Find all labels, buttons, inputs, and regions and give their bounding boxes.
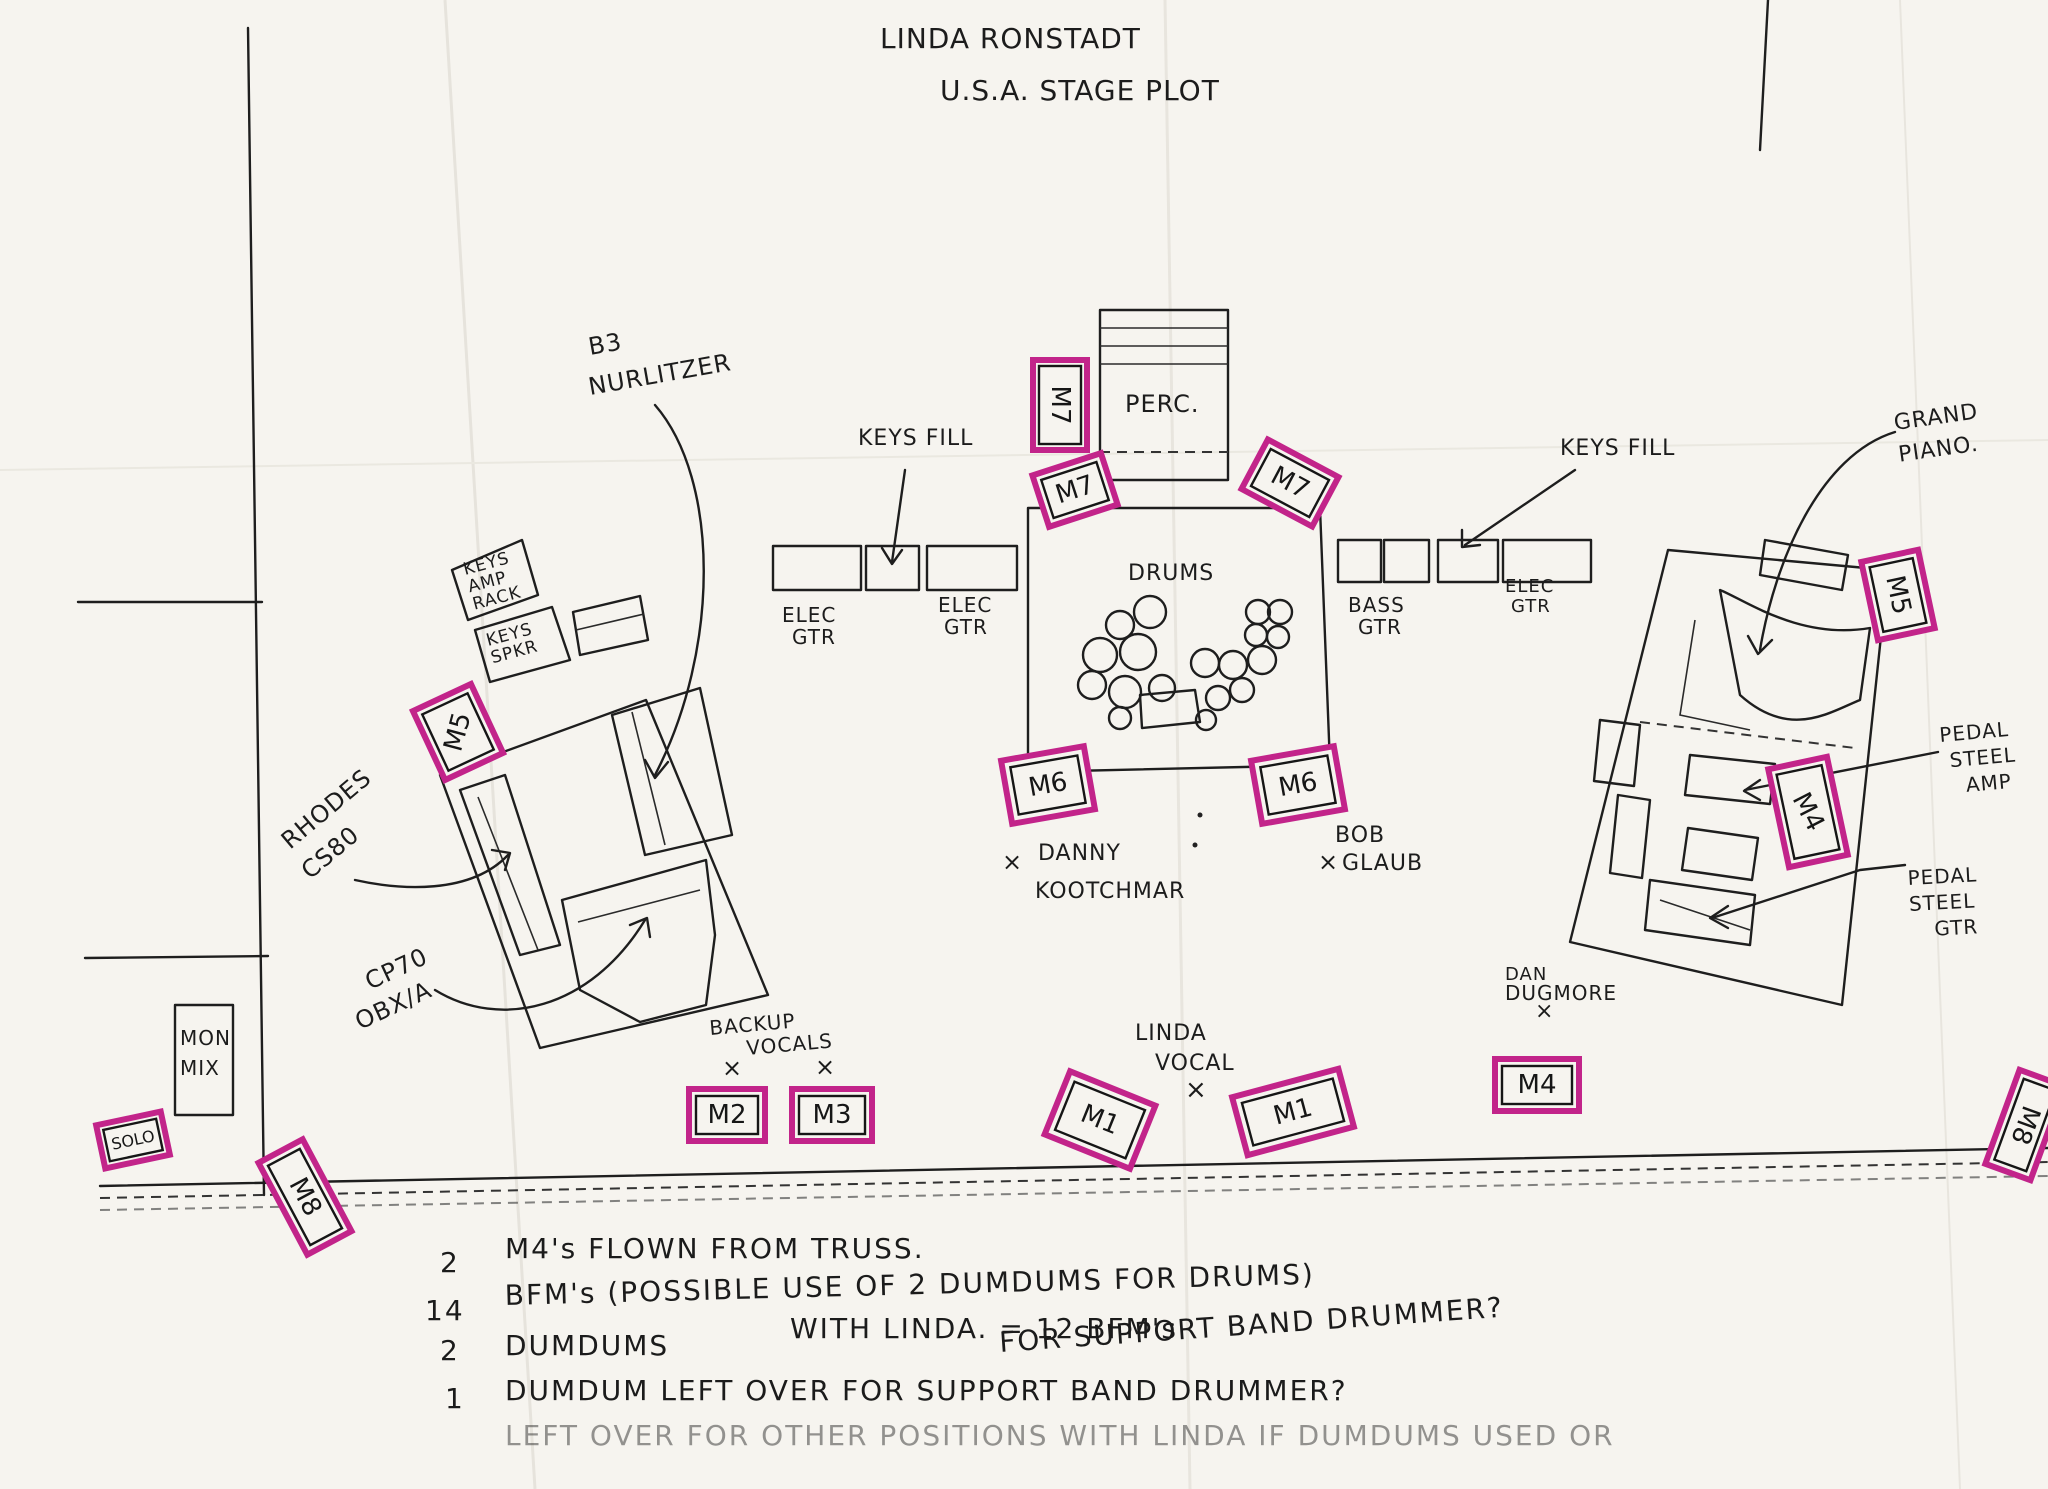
note-text-6: DUMDUM LEFT OVER FOR SUPPORT BAND DRUMME… — [505, 1374, 1348, 1407]
svg-text:DANNY: DANNY — [1038, 841, 1121, 866]
monitor-m4-steel: M4 — [1764, 753, 1852, 871]
monitor-solo: SOLO — [92, 1108, 174, 1172]
svg-text:M7: M7 — [1045, 386, 1075, 425]
pedal-steel-amp-label: PEDAL STEEL AMP — [1938, 716, 2026, 799]
cp70-arrow — [433, 918, 647, 1011]
perc-platform — [1098, 308, 1230, 482]
performer-bob: BOB × GLAUB — [1318, 823, 1423, 876]
svg-text:ELEC GTR: ELEC GTR — [938, 593, 1000, 639]
note-text-3: WITH LINDA. = 12 BFM's — [790, 1312, 1178, 1345]
svg-text:DAN: DAN — [1505, 964, 1547, 985]
svg-text:M6: M6 — [1276, 767, 1320, 803]
backup-vocals: BACKUP VOCALS × × — [708, 1009, 836, 1082]
piano-riser — [1568, 538, 1890, 1007]
svg-text:×: × — [815, 1053, 836, 1081]
notes-block: 2 M4's FLOWN FROM TRUSS. 14 BFM's (POSSI… — [425, 1232, 1615, 1452]
note-text-7: LEFT OVER FOR OTHER POSITIONS WITH LINDA… — [505, 1419, 1615, 1452]
b3-arrow — [653, 403, 705, 777]
monitor-mix-desk: MON MIX — [173, 1003, 235, 1117]
svg-text:ELEC GTR: ELEC GTR — [1505, 576, 1561, 617]
svg-text:GLAUB: GLAUB — [1342, 851, 1423, 876]
performer-linda: LINDA VOCAL × — [1135, 1021, 1235, 1105]
svg-text:LINDA: LINDA — [1135, 1021, 1207, 1046]
keys-cabinet — [571, 594, 650, 657]
svg-text:BASS GTR: BASS GTR — [1348, 593, 1412, 639]
monitor-m6-right: M6 — [1247, 742, 1349, 828]
venue-frame — [76, 0, 1770, 1197]
keys-speaker: KEYS SPKR — [473, 605, 572, 684]
svg-text:M2: M2 — [708, 1100, 747, 1130]
keys-fill-left-label: KEYS FILL — [858, 426, 973, 451]
pedal-steel-guitar — [1643, 878, 1757, 947]
svg-text:MON: MON — [180, 1026, 231, 1050]
pedal-steel-gtr-label: PEDAL STEEL GTR — [1907, 862, 1988, 942]
right-amp-row: BASS GTR ELEC GTR — [1336, 538, 1593, 639]
drum-riser: PERC. DRUMS — [1026, 308, 1332, 774]
monitor-m8-left: M8 — [254, 1135, 356, 1259]
drum-kit — [1076, 594, 1294, 732]
monitor-m1-left: M1 — [1040, 1067, 1160, 1173]
keys-amp-rack: KEYS AMP RACK — [450, 538, 540, 622]
keys-fill-left-arrow — [890, 468, 907, 564]
svg-text:×: × — [1318, 848, 1339, 876]
monitor-m5-left: M5 — [408, 680, 508, 784]
monitor-m7-drum-left: M7 — [1028, 449, 1122, 531]
cp70-piano — [560, 858, 717, 1024]
monitor-m1-right: M1 — [1228, 1065, 1358, 1159]
grand-piano — [1718, 588, 1872, 721]
svg-text:M3: M3 — [813, 1100, 852, 1130]
drums-label: DRUMS — [1128, 561, 1214, 586]
performer-danny: × DANNY KOOTCHMAR — [1002, 841, 1185, 904]
grand-piano-arrow — [1758, 430, 1897, 652]
perc-label: PERC. — [1125, 390, 1200, 418]
svg-text:M4: M4 — [1518, 1070, 1557, 1100]
svg-text:DUGMORE: DUGMORE — [1505, 981, 1617, 1005]
rhodes-arrow — [353, 853, 510, 889]
page-title: LINDA RONSTADT — [880, 22, 1141, 55]
rhodes-keyboard — [458, 773, 562, 957]
monitor-m6-left: M6 — [997, 742, 1099, 828]
keys-riser — [438, 594, 770, 1050]
performer-dan: DAN DUGMORE × — [1505, 964, 1617, 1024]
keys-fill-right-label: KEYS FILL — [1560, 436, 1675, 461]
svg-text:KEYS AMP RACK: KEYS AMP RACK — [461, 547, 527, 615]
b3-organ — [610, 686, 734, 857]
monitor-m4-front: M4 — [1492, 1056, 1582, 1114]
svg-text:M6: M6 — [1026, 767, 1070, 803]
note-text-4: DUMDUMS — [505, 1329, 669, 1362]
svg-text:×: × — [1535, 999, 1554, 1024]
page-subtitle: U.S.A. STAGE PLOT — [940, 74, 1220, 107]
grand-piano-label: GRAND PIANO. — [1892, 398, 1992, 467]
pedal-steel-amp — [1683, 753, 1777, 806]
svg-text:BOB: BOB — [1335, 823, 1385, 848]
monitor-m2: M2 — [686, 1086, 768, 1144]
note-text-1: M4's FLOWN FROM TRUSS. — [505, 1232, 925, 1265]
note-text-2: BFM's (POSSIBLE USE OF 2 DUMDUMS FOR DRU… — [504, 1258, 1315, 1312]
monitor-m7-drum-right: M7 — [1237, 435, 1343, 531]
svg-text:×: × — [722, 1054, 743, 1082]
svg-text:×: × — [1185, 1075, 1208, 1105]
svg-text:×: × — [1002, 848, 1023, 876]
center-mark — [1197, 812, 1203, 818]
svg-text:KOOTCHMAR: KOOTCHMAR — [1035, 879, 1185, 904]
keys-fill-right-arrow — [1463, 468, 1577, 547]
left-amp-row: ELEC GTR ELEC GTR — [771, 544, 1019, 649]
monitor-m3: M3 — [789, 1086, 875, 1144]
svg-text:VOCAL: VOCAL — [1155, 1051, 1235, 1076]
svg-text:MIX: MIX — [180, 1056, 220, 1080]
note-qty-3: 2 — [440, 1334, 460, 1367]
pedal-steel-gtr-arrow — [1710, 863, 1907, 920]
monitor-m7-perc: M7 — [1030, 357, 1090, 453]
monitor-m8-right: M8 — [1981, 1065, 2048, 1185]
note-qty-1: 2 — [440, 1246, 460, 1279]
note-text-5: FOR SUPPORT BAND DRUMMER? — [998, 1291, 1505, 1359]
stage-front-edge — [98, 1146, 2048, 1211]
svg-text:ELEC GTR: ELEC GTR — [782, 603, 844, 649]
b3-label: B3 — [586, 327, 624, 360]
note-qty-2: 14 — [425, 1294, 465, 1327]
note-qty-4: 1 — [445, 1382, 465, 1415]
monitor-m5-right: M5 — [1857, 546, 1939, 644]
